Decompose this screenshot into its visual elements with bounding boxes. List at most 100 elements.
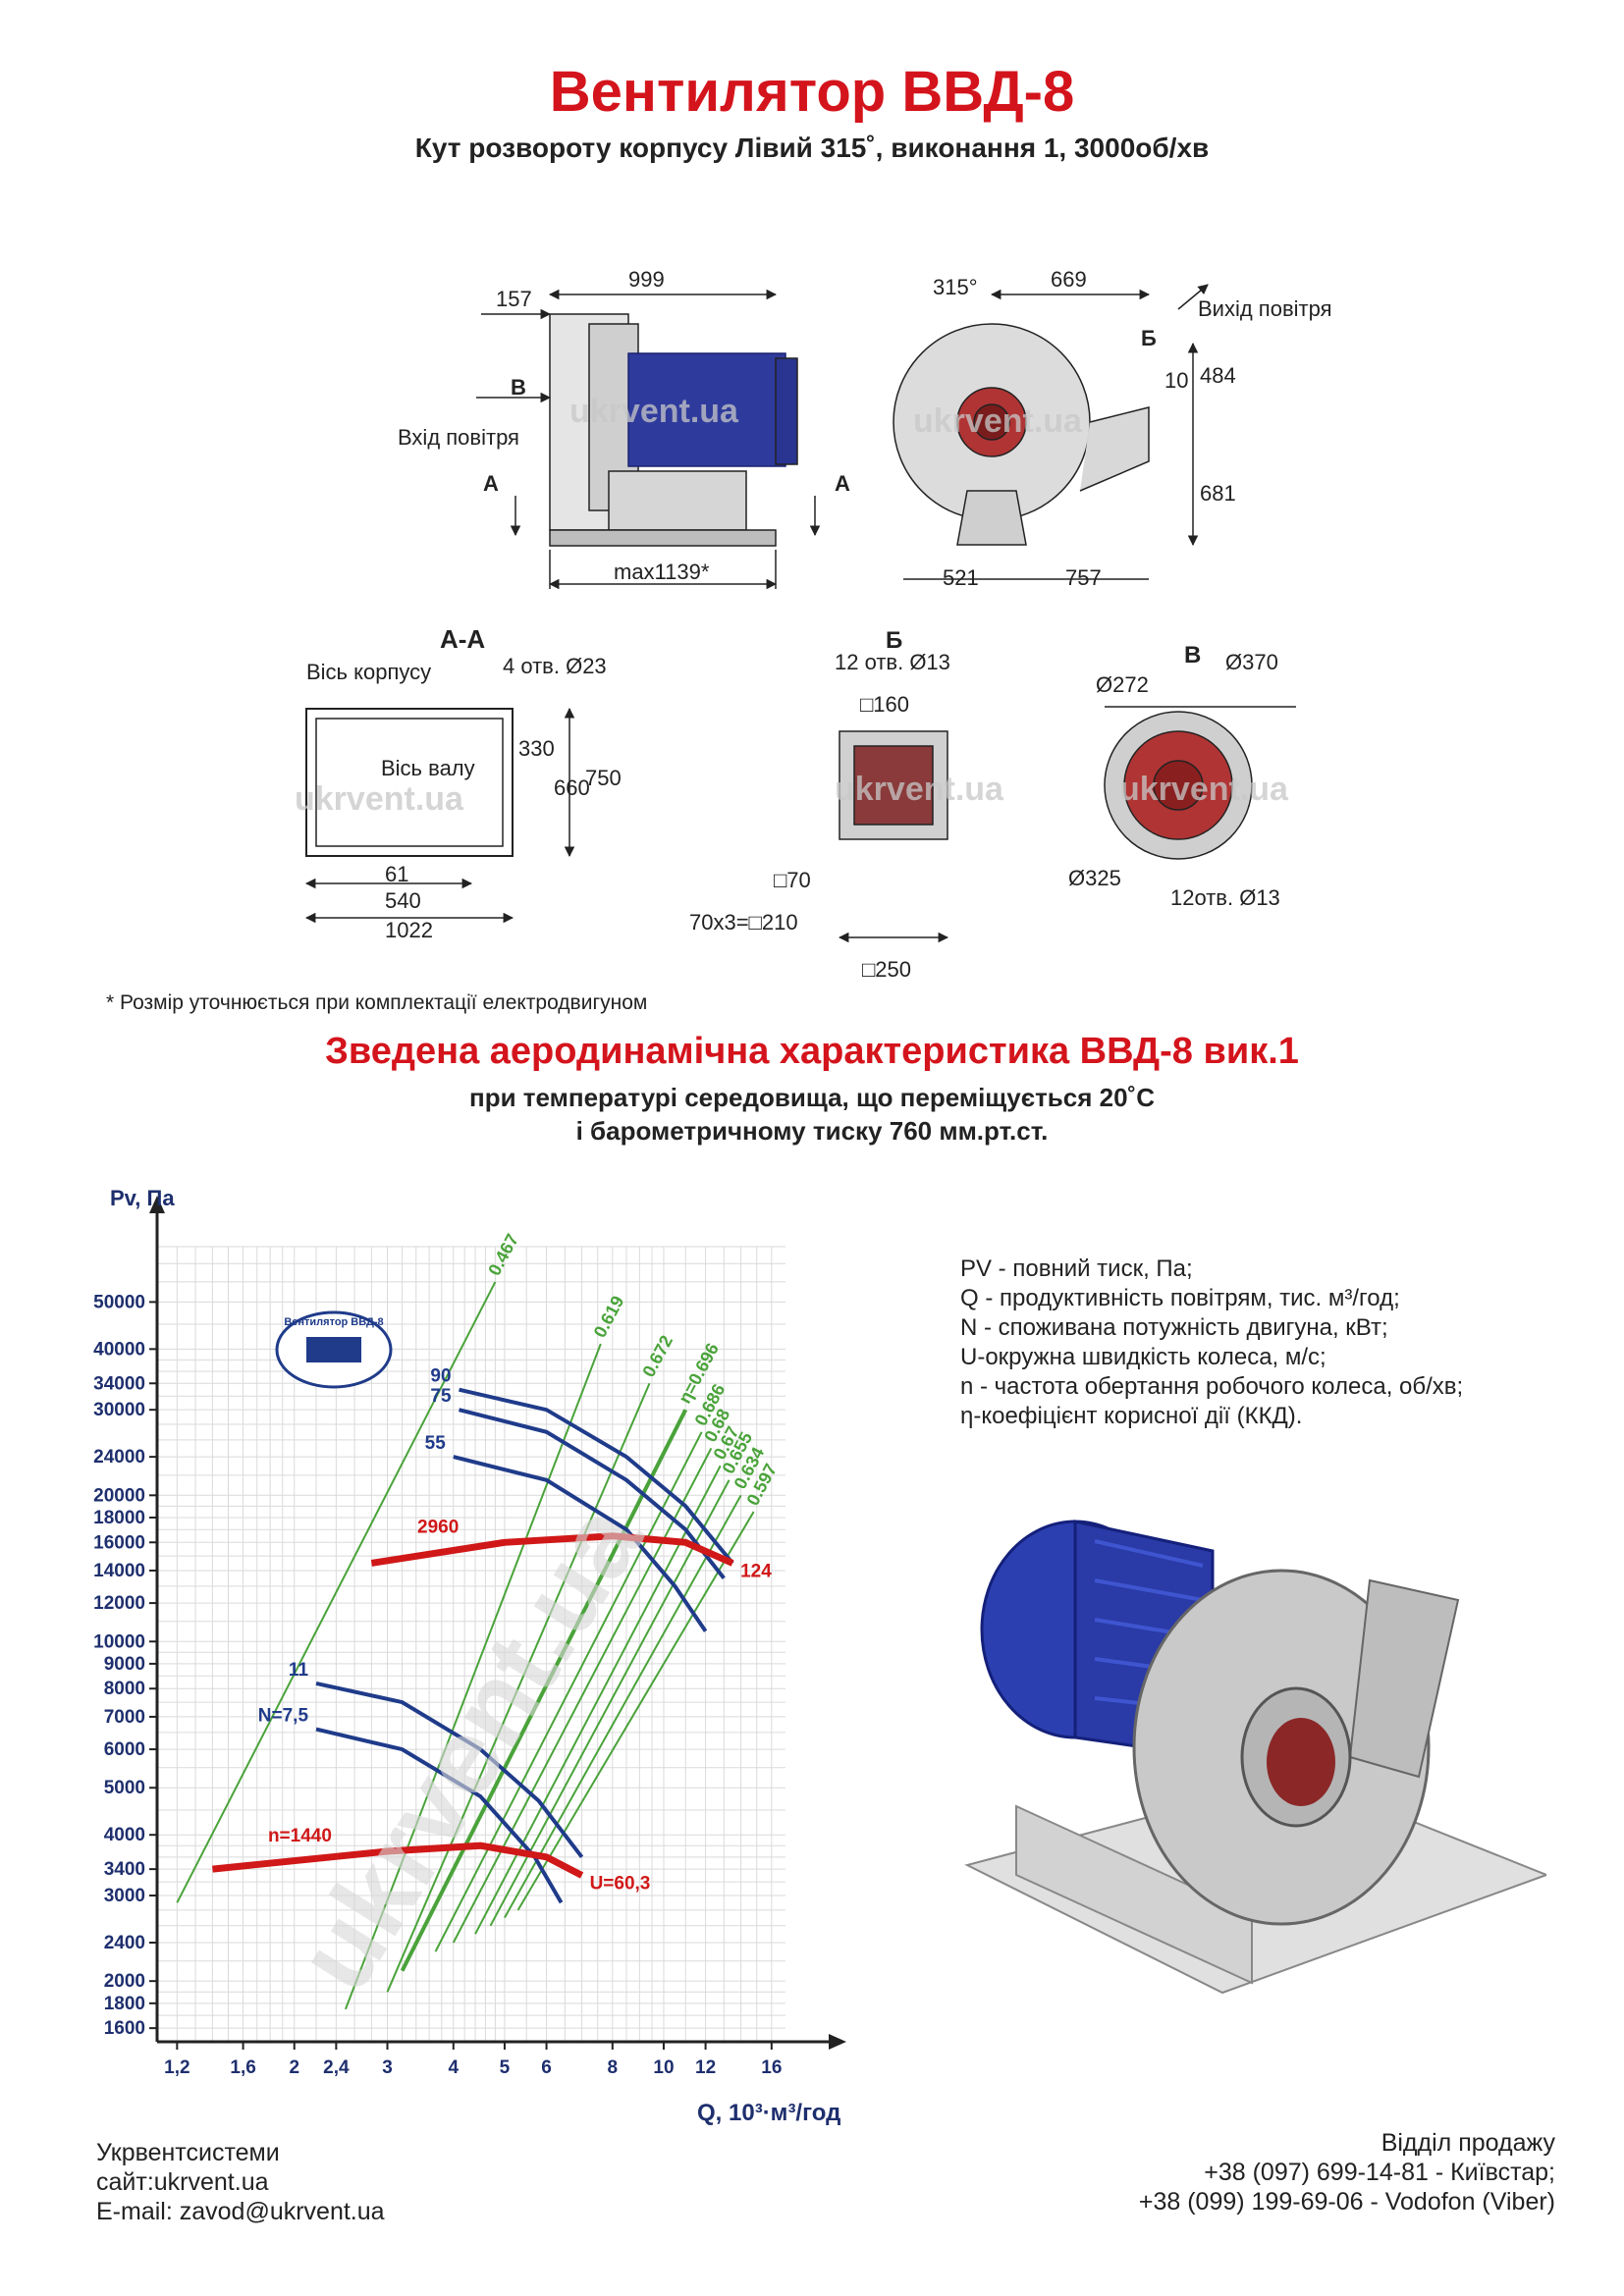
y-tick-label: 50000 (93, 1292, 145, 1312)
x-tick-label: 6 (541, 2057, 552, 2078)
legend: PV - повний тиск, Па; Q - продуктивність… (960, 1255, 1463, 1431)
speed-curve-label: 2960 (417, 1517, 459, 1537)
fan-illustration (964, 1520, 1546, 1995)
shaft-axis-label: Вісь валу (381, 756, 475, 780)
page-title: Вентилятор ВВД-8 (549, 60, 1075, 124)
y-tick-label: 12000 (93, 1593, 145, 1614)
efficiency-line (504, 1494, 742, 1919)
watermark-aa: ukrvent.ua (295, 780, 464, 818)
legend-item: PV - повний тиск, Па; (960, 1255, 1193, 1282)
x-tick-label: 5 (500, 2057, 511, 2078)
dim-70: □70 (774, 868, 811, 892)
y-tick-label: 9000 (104, 1654, 145, 1675)
power-curve-label: 11 (289, 1660, 309, 1681)
watermark-b: ukrvent.ua (835, 771, 1004, 808)
site-link[interactable]: сайт:ukrvent.ua (96, 2168, 269, 2196)
efficiency-line (452, 1447, 713, 1944)
chart-logo-text: Вентилятор ВВД-8 (284, 1316, 383, 1328)
efficiency-line (516, 1511, 755, 1911)
front-view-drawing (893, 284, 1209, 580)
chart-logo-fan (306, 1337, 361, 1362)
holes-aa-label: 4 отв. Ø23 (503, 654, 607, 678)
y-tick-label: 1600 (104, 2018, 145, 2039)
y-tick-label: 10000 (93, 1631, 145, 1652)
watermark-v: ukrvent.ua (1119, 771, 1289, 808)
y-tick-label: 18000 (93, 1508, 145, 1528)
dim-250: □250 (862, 957, 911, 982)
angle-315: 315° (933, 275, 978, 299)
dim-330: 330 (518, 736, 555, 761)
dim-160: □160 (860, 692, 909, 717)
power-curve-label: 55 (425, 1433, 447, 1454)
y-tick-label: 1800 (104, 1994, 145, 2014)
side-view-drawing (476, 289, 821, 590)
dim-157: 157 (496, 287, 532, 311)
y-axis-arrow (149, 1196, 165, 1213)
efficiency-line (386, 1382, 651, 1993)
speed-curve-end-label: 124 (740, 1561, 772, 1581)
dim-750: 750 (585, 766, 622, 790)
phone-kyivstar[interactable]: +38 (097) 699-14-81 - Київстар; (1204, 2159, 1555, 2186)
flange-b-drawing (838, 730, 949, 943)
legend-item: U-окружна швидкість колеса, м/с; (960, 1344, 1326, 1370)
efficiency-label: 0.672 (638, 1332, 677, 1380)
x-tick-label: 4 (448, 2057, 459, 2078)
dim-521: 521 (943, 565, 979, 590)
inlet-label: Вхід повітря (398, 425, 519, 450)
watermark-front: ukrvent.ua (913, 402, 1083, 440)
label-a-right: А (835, 471, 850, 496)
phone-vodafone[interactable]: +38 (099) 199-69-06 - Vodofon (Viber) (1138, 2188, 1555, 2216)
efficiency-line (434, 1431, 703, 1952)
y-tick-label: 40000 (93, 1339, 145, 1360)
speed-curve (212, 1842, 584, 1879)
efficiency-label: 0.619 (590, 1293, 628, 1341)
legend-item: Q - продуктивність повітрям, тис. м³/год… (960, 1285, 1400, 1311)
flange-b-title: Б (886, 627, 902, 654)
y-tick-label: 3000 (104, 1886, 145, 1906)
dim-669: 669 (1051, 267, 1087, 292)
label-b-side: В (511, 375, 526, 400)
x-tick-label: 2,4 (323, 2057, 350, 2078)
y-tick-label: 14000 (93, 1561, 145, 1581)
x-tick-label: 1,6 (230, 2057, 255, 2078)
section-aa-title: А-А (440, 624, 485, 654)
x-tick-label: 1,2 (164, 2057, 189, 2078)
speed-curve-label: n=1440 (268, 1826, 332, 1846)
x-tick-label: 16 (761, 2057, 782, 2078)
efficiency-line (344, 1343, 602, 2010)
holes-b-label: 12 отв. Ø13 (835, 650, 950, 674)
holes-v-label: 12отв. Ø13 (1170, 885, 1280, 910)
power-curve (459, 1387, 734, 1565)
y-tick-label: 2400 (104, 1933, 145, 1953)
y-tick-label: 5000 (104, 1778, 145, 1798)
power-curve (453, 1455, 708, 1632)
power-curve-label: 75 (430, 1386, 452, 1407)
power-curve (315, 1727, 564, 1904)
flange-v-drawing (1104, 706, 1296, 860)
dim-61: 61 (385, 862, 408, 886)
power-curve (315, 1681, 584, 1859)
y-tick-label: 6000 (104, 1739, 145, 1760)
y-tick-label: 4000 (104, 1825, 145, 1845)
power-curve-label: N=7,5 (258, 1706, 309, 1727)
y-tick-label: 30000 (93, 1400, 145, 1420)
footer-sales: Відділ продажу +38 (097) 699-14-81 - Киї… (1139, 2128, 1555, 2216)
speed-curve (370, 1532, 734, 1567)
dim-999: 999 (628, 267, 665, 292)
efficiency-line (400, 1409, 688, 1972)
dim-681: 681 (1200, 481, 1236, 506)
x-axis-label: Q, 10³·м³/год (697, 2100, 840, 2126)
x-tick-label: 10 (653, 2057, 674, 2078)
section-line-1: при температурі середовища, що переміщує… (469, 1083, 1155, 1112)
x-tick-label: 8 (608, 2057, 619, 2078)
technical-drawings: 157 999 В Вхід повітря А А max1139* 315°… (295, 267, 1332, 982)
legend-item: n - частота обертання робочого колеса, о… (960, 1373, 1464, 1400)
power-curve-label: 90 (430, 1366, 451, 1387)
y-tick-label: 2000 (104, 1971, 145, 1992)
y-tick-label: 3400 (104, 1859, 145, 1880)
company-name: Укрвентсистеми (96, 2139, 280, 2166)
y-tick-label: 34000 (93, 1373, 145, 1394)
email-link[interactable]: E-mail: zavod@ukrvent.ua (96, 2198, 385, 2225)
y-tick-label: 7000 (104, 1707, 145, 1728)
y-axis-label: Pv, Па (110, 1186, 175, 1210)
